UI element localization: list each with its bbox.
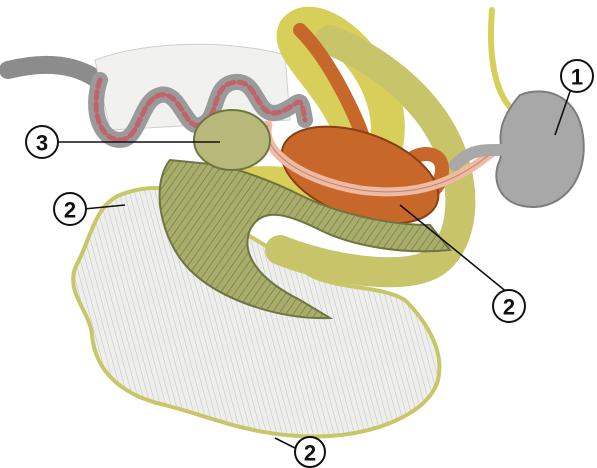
callout-2-left: 2 [54,193,86,225]
callout-2-bottom: 2 [295,437,325,467]
callout-1: 1 [561,60,593,92]
stomach [496,91,583,207]
callout-3: 3 [26,126,58,158]
callout-2-bottom-label: 2 [304,441,316,466]
callout-1-label: 1 [571,65,583,90]
callout-2-right-label: 2 [503,295,515,320]
callout-3-label: 3 [36,131,48,156]
callout-2-right: 2 [493,290,525,322]
callout-2-left-label: 2 [64,198,76,223]
cecum [194,110,270,170]
